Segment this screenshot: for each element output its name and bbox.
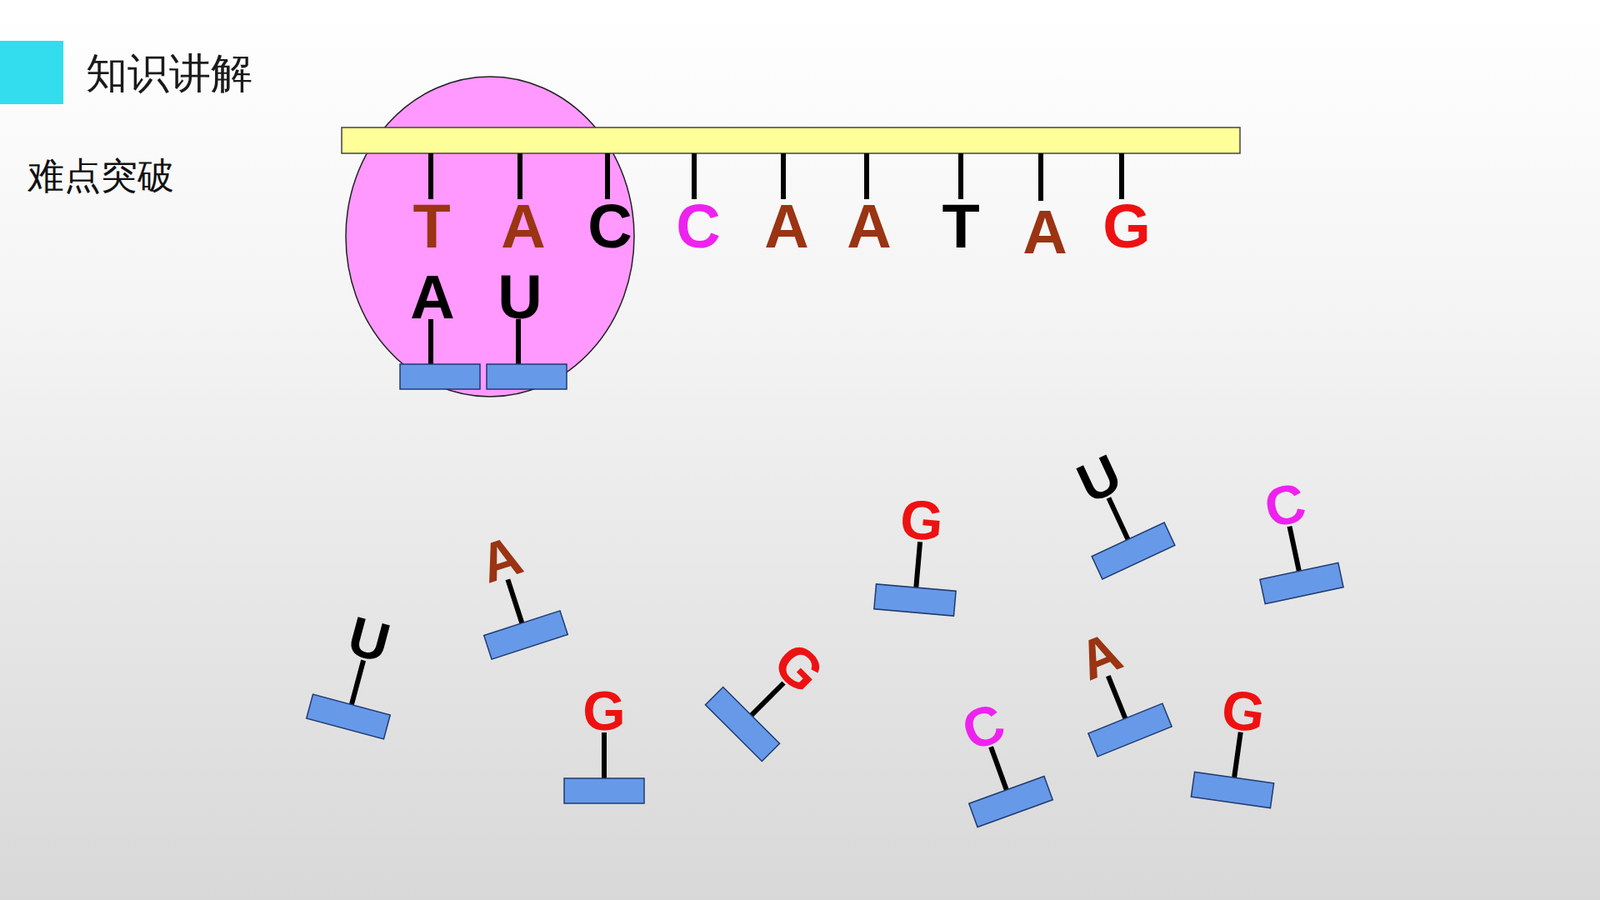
tick [517, 153, 523, 200]
tick [1119, 153, 1125, 200]
carrier-block [564, 778, 645, 804]
tick [1038, 153, 1044, 201]
tick [605, 153, 610, 200]
tick [958, 153, 964, 200]
carrier-block [1088, 703, 1172, 757]
strand-base: A [500, 195, 545, 258]
ribosome [345, 76, 635, 397]
carrier-stick [351, 660, 364, 705]
carrier-block [1190, 771, 1274, 808]
free-base: C [1260, 474, 1310, 536]
free-carrier [564, 732, 645, 804]
carrier-stick [1108, 498, 1128, 540]
strand-base: A [1022, 201, 1067, 264]
tick [428, 153, 434, 200]
carrier-block [705, 686, 780, 761]
free-base: G [1218, 680, 1269, 742]
strand-base: A [846, 195, 891, 258]
free-base: G [898, 490, 946, 550]
carrier-stick [990, 746, 1007, 790]
free-base: U [342, 607, 395, 671]
paired-carriers [400, 319, 567, 390]
carrier-block [306, 694, 390, 740]
base-ticks [430, 153, 1122, 201]
free-carrier [1250, 518, 1344, 605]
carrier-block [874, 584, 956, 616]
carrier-stick [1234, 732, 1241, 778]
strand-base: T [941, 195, 980, 258]
carrier-block [400, 364, 480, 390]
title-marker [0, 40, 64, 105]
carrier-block [486, 364, 567, 390]
paired-base: U [497, 266, 542, 329]
strand-base: A [764, 195, 809, 258]
carrier-stick [1289, 526, 1299, 572]
carrier-block [1260, 562, 1344, 604]
strand-base: C [675, 195, 720, 258]
strand-base: G [1102, 195, 1151, 258]
strand-base: T [412, 195, 450, 258]
carrier-stick [751, 683, 785, 716]
free-base: A [473, 526, 529, 592]
subtitle: 难点突破 [27, 157, 175, 195]
carrier-stick [915, 541, 920, 588]
free-carrier [874, 538, 960, 616]
tick [691, 153, 697, 200]
carrier-block [969, 775, 1053, 827]
carrier-block [484, 610, 569, 660]
tick [864, 153, 870, 200]
carrier-stick [507, 579, 522, 623]
free-carriers [306, 480, 1344, 827]
paired-base: A [410, 266, 455, 329]
free-base: A [1071, 622, 1130, 689]
tick [780, 153, 786, 200]
strand-base: C [587, 195, 632, 258]
free-base: G [582, 683, 625, 739]
carrier-stick [601, 732, 607, 779]
free-base: U [1070, 445, 1130, 512]
carrier-block [1091, 522, 1175, 580]
strand-bar [341, 127, 1240, 154]
carrier-stick [1108, 675, 1126, 719]
free-base: C [955, 694, 1011, 760]
slide-title: 知识讲解 [85, 52, 253, 95]
free-carrier [1190, 726, 1280, 809]
